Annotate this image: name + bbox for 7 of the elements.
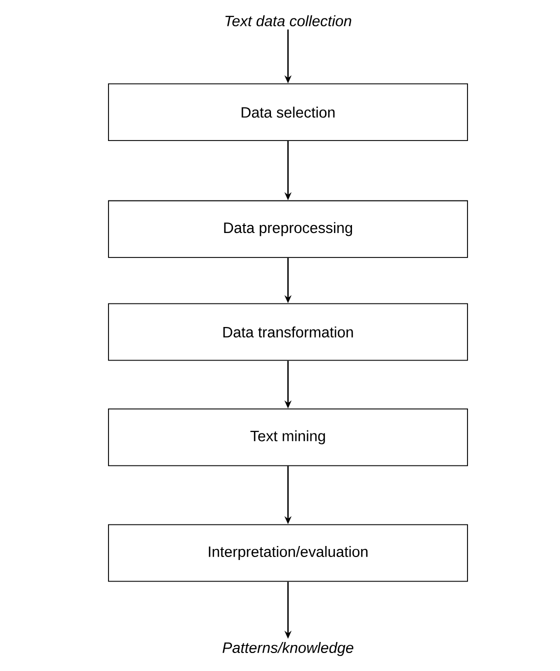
process-box: Text mining [108,408,468,466]
process-box: Data transformation [108,303,468,361]
flow-text: Text data collection [225,15,352,26]
flow-text: Patterns/knowledge [222,642,354,656]
process-box: Data preprocessing [108,200,468,258]
process-box: Interpretation/evaluation [108,524,468,582]
process-box: Data selection [108,83,468,141]
